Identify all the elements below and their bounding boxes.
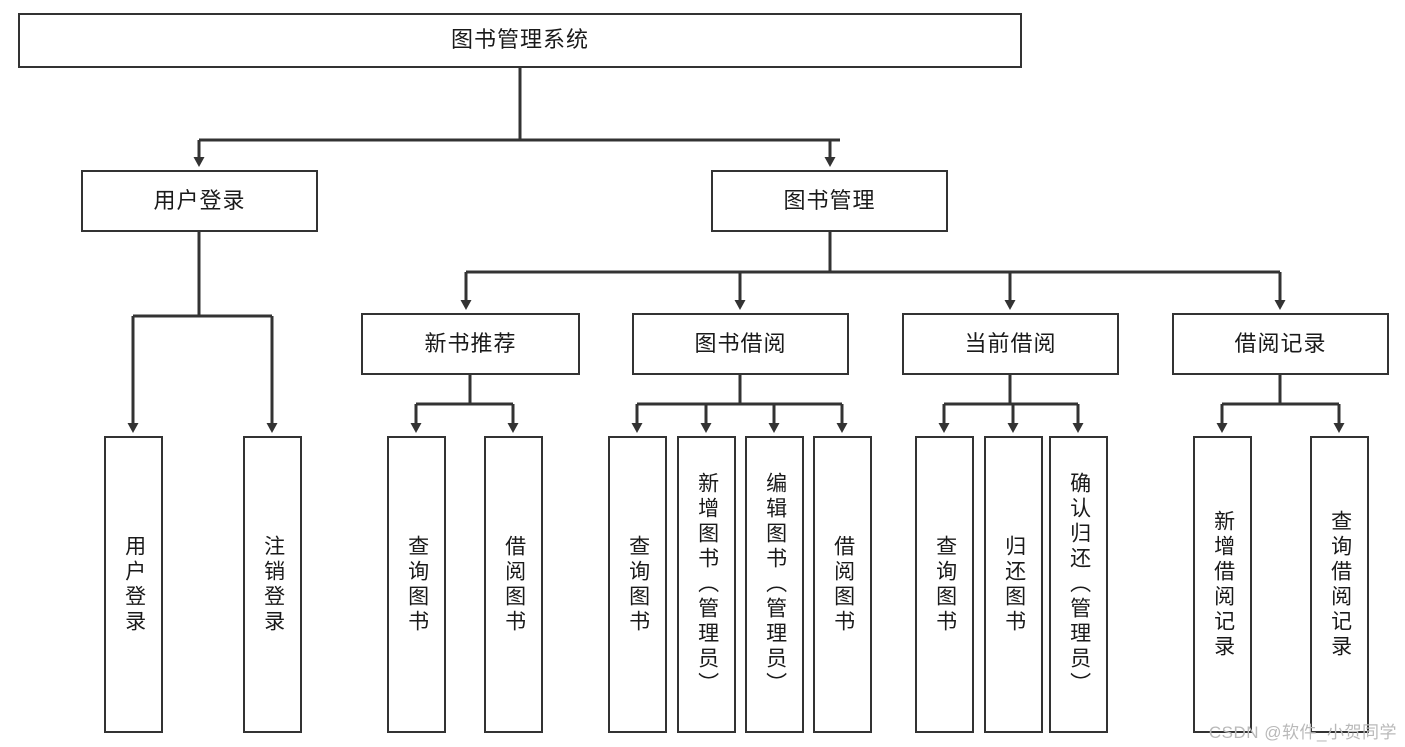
leaf-label: 借阅图书 [831,534,855,635]
leaf-user-login[interactable]: 用户登录 [104,436,163,733]
connector-bookborrow-to-leaves [631,375,848,433]
node-book-borrow[interactable]: 图书借阅 [632,313,849,375]
leaf-add-book[interactable]: 新增图书（管理员） [677,436,736,733]
leaf-label: 查询图书 [405,534,429,635]
leaf-label: 新增借阅记录 [1211,509,1235,660]
leaf-borrow-book-1[interactable]: 借阅图书 [484,436,543,733]
leaf-label: 确认归还（管理员） [1067,472,1091,697]
leaf-query-book-2[interactable]: 查询图书 [608,436,667,733]
connector-borrowrecord-to-leaves [1216,375,1345,433]
node-root[interactable]: 图书管理系统 [18,13,1022,68]
node-current-borrow[interactable]: 当前借阅 [902,313,1119,375]
node-user-login[interactable]: 用户登录 [81,170,318,232]
node-new-book-recommend[interactable]: 新书推荐 [361,313,580,375]
connector-currentborrow-to-leaves [938,375,1084,433]
leaf-label: 查询借阅记录 [1328,509,1352,660]
csdn-watermark: CSDN @软件_小贺同学 [1208,723,1397,742]
leaf-label: 归还图书 [1002,534,1026,635]
leaf-query-book-3[interactable]: 查询图书 [915,436,974,733]
leaf-confirm-return[interactable]: 确认归还（管理员） [1049,436,1108,733]
leaf-label: 查询图书 [626,534,650,635]
leaf-label: 新增图书（管理员） [695,472,719,697]
connector-userlogin-to-leaves [127,232,278,433]
leaf-label: 注销登录 [261,534,285,635]
node-borrow-record[interactable]: 借阅记录 [1172,313,1389,375]
connector-bookmanage-to-level3 [460,232,1286,310]
leaf-query-book-1[interactable]: 查询图书 [387,436,446,733]
connector-newbook-to-leaves [410,375,519,433]
leaf-label: 借阅图书 [502,534,526,635]
leaf-add-borrow-record[interactable]: 新增借阅记录 [1193,436,1252,733]
leaf-logout[interactable]: 注销登录 [243,436,302,733]
leaf-query-borrow-record[interactable]: 查询借阅记录 [1310,436,1369,733]
leaf-borrow-book-2[interactable]: 借阅图书 [813,436,872,733]
connector-root-to-level2 [193,68,840,167]
leaf-label: 用户登录 [122,534,146,635]
leaf-label: 编辑图书（管理员） [763,472,787,697]
leaf-return-book[interactable]: 归还图书 [984,436,1043,733]
node-book-manage[interactable]: 图书管理 [711,170,948,232]
leaf-label: 查询图书 [933,534,957,635]
leaf-edit-book[interactable]: 编辑图书（管理员） [745,436,804,733]
